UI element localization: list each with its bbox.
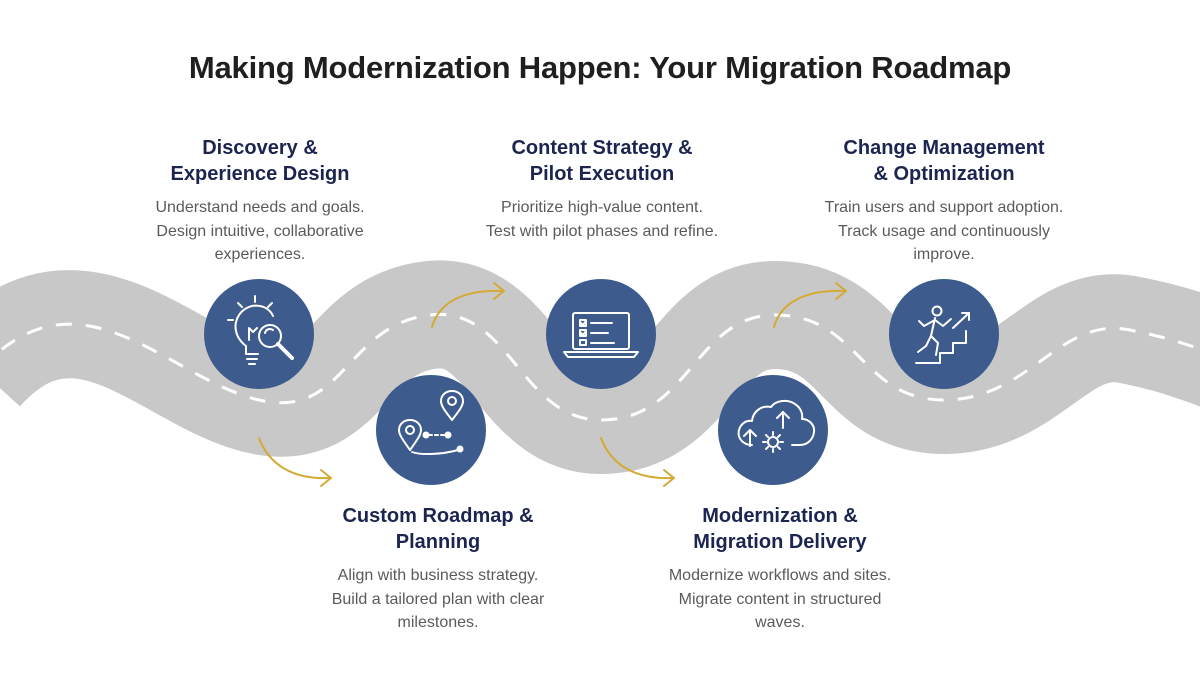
arrow-step2-to-step3-head — [493, 282, 505, 300]
step-title: Modernization & Migration Delivery — [693, 505, 867, 553]
cloud-upload-gear-icon — [737, 399, 816, 453]
arrow-step4-to-step5 — [773, 289, 846, 328]
step-description: Align with business strategy. Build a ta… — [331, 567, 545, 631]
page-title: Making Modernization Happen: Your Migrat… — [188, 50, 1012, 85]
step-custom-roadmap: Custom Roadmap & Planning Align with bus… — [288, 503, 588, 635]
arrow-step4-to-step5-head — [835, 282, 847, 300]
step-description: Understand needs and goals. Design intui… — [155, 199, 365, 263]
step-description: Prioritize high-value content. Test with… — [485, 199, 719, 240]
route-map-pins-icon — [398, 390, 464, 456]
step5-circle — [889, 279, 999, 389]
arrow-step2-to-step3 — [431, 289, 504, 328]
arrow-step3-to-step4-head — [663, 469, 675, 487]
step-description: Modernize workflows and sites. Migrate c… — [668, 567, 892, 631]
step-title: Custom Roadmap & Planning — [342, 505, 534, 553]
arrow-step3-to-step4 — [600, 437, 674, 480]
laptop-checklist-icon — [563, 312, 639, 358]
lightbulb-magnifier-icon — [227, 295, 294, 365]
step-discovery: Discovery & Experience Design Understand… — [110, 135, 410, 267]
arrow-step1-to-step2 — [258, 437, 331, 480]
person-climbing-stairs-icon — [915, 305, 970, 364]
step-title: Change Management & Optimization — [843, 137, 1045, 185]
step-content-strategy: Content Strategy & Pilot Execution Prior… — [452, 135, 752, 243]
step-title: Content Strategy & Pilot Execution — [511, 137, 693, 185]
step-title: Discovery & Experience Design — [170, 137, 350, 185]
step2-circle — [376, 375, 486, 485]
step-change-management: Change Management & Optimization Train u… — [794, 135, 1094, 267]
step-modernization-delivery: Modernization & Migration Delivery Moder… — [630, 503, 930, 635]
step4-circle — [718, 375, 828, 485]
step-description: Train users and support adoption. Track … — [824, 199, 1064, 263]
road-lane-markings — [0, 312, 1200, 422]
arrow-step1-to-step2-head — [320, 469, 332, 487]
